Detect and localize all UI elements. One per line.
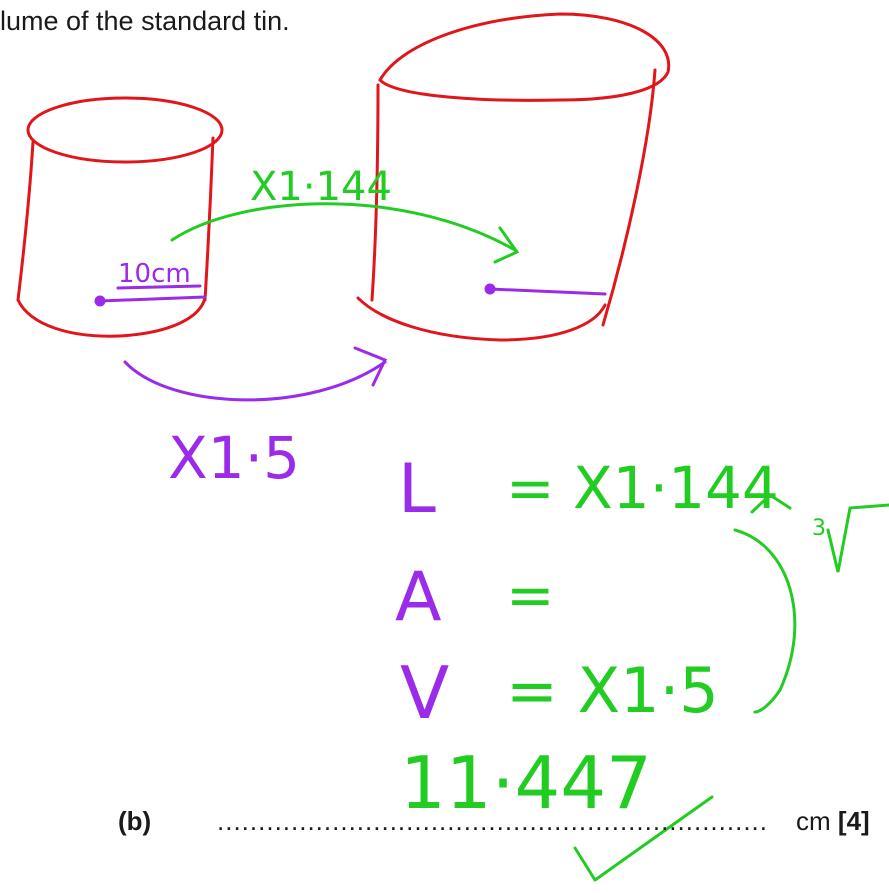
small-cylinder-sketch xyxy=(16,96,224,338)
large-cylinder-bottom xyxy=(356,296,607,342)
part-label: (b) xyxy=(118,806,152,836)
length-factor-label: X1·144 xyxy=(250,164,392,210)
small-cylinder-right-side xyxy=(203,136,215,302)
radius-marks xyxy=(94,283,607,307)
volume-factor-arrow xyxy=(123,346,388,402)
length-factor-arrow xyxy=(170,202,520,264)
small-cylinder-top xyxy=(26,96,224,164)
check-mark-icon xyxy=(573,795,714,882)
cube-root-bracket xyxy=(733,493,889,714)
small-radius-line xyxy=(98,295,207,303)
large-radius-centre-dot xyxy=(484,283,496,295)
area-scale-value: = xyxy=(506,561,555,629)
large-cylinder-left-side xyxy=(370,83,380,302)
large-radius-line xyxy=(488,287,607,296)
root-sign xyxy=(826,503,889,573)
volume-scale-value: = X1·5 xyxy=(506,654,719,727)
small-radius-centre-dot xyxy=(94,295,106,307)
radius-label: 10cm xyxy=(118,259,191,289)
question-text: lume of the standard tin. xyxy=(0,6,290,36)
large-cylinder-right-side xyxy=(601,68,657,327)
large-cylinder-top xyxy=(378,12,671,102)
radius-label-underline xyxy=(116,284,202,290)
length-scale-value: = X1·144 xyxy=(506,454,779,522)
small-cylinder-left-side xyxy=(16,140,35,302)
area-symbol: A xyxy=(395,558,442,637)
unit-text: cm xyxy=(796,806,831,836)
answer-dotted-line: ........................................… xyxy=(217,806,768,836)
volume-factor-label: X1·5 xyxy=(168,424,300,492)
answer-value: 11·447 xyxy=(400,741,652,825)
volume-symbol: V xyxy=(400,651,449,735)
large-cylinder-sketch xyxy=(356,12,671,342)
root-index: 3 xyxy=(812,516,826,541)
answer-unit-and-marks: cm [4] xyxy=(796,806,870,837)
length-symbol: L xyxy=(398,450,436,529)
marks-text: [4] xyxy=(837,806,870,836)
small-cylinder-bottom xyxy=(16,296,207,338)
